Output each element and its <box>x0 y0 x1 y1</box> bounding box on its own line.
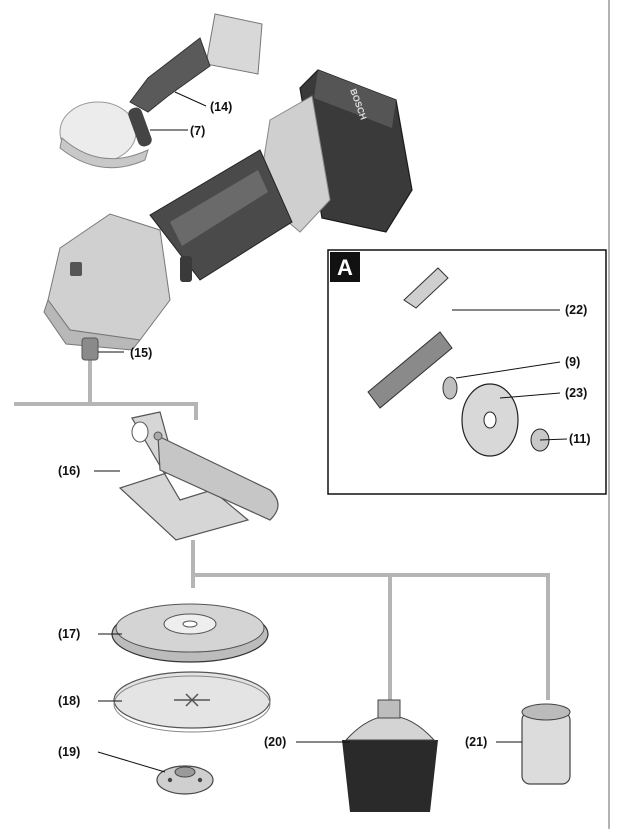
label-17: (17) <box>58 627 80 641</box>
small-angle-grinder-illustration <box>59 13 263 169</box>
label-7: (7) <box>190 124 205 138</box>
backing-pad-illustration <box>111 603 269 663</box>
label-9: (9) <box>565 355 580 369</box>
cup-brush-illustration <box>342 699 438 812</box>
label-22: (22) <box>565 303 587 317</box>
clamp-nut-illustration <box>156 765 214 795</box>
label-21: (21) <box>465 735 487 749</box>
label-18: (18) <box>58 694 80 708</box>
label-16: (16) <box>58 464 80 478</box>
label-20: (20) <box>264 735 286 749</box>
leader-lines <box>94 91 568 773</box>
connector-lines <box>14 358 550 700</box>
label-19: (19) <box>58 745 80 759</box>
inset-a-frame: A <box>327 249 607 495</box>
label-11: (11) <box>569 432 591 446</box>
guard-with-handle-illustration <box>118 411 279 541</box>
label-23: (23) <box>565 386 587 400</box>
label-14: (14) <box>210 100 232 114</box>
sanding-sheet-illustration <box>113 671 271 733</box>
label-15: (15) <box>130 346 152 360</box>
angle-grinder-illustration <box>43 69 413 361</box>
inset-letter: A <box>337 255 353 280</box>
core-bit-illustration <box>521 703 571 785</box>
